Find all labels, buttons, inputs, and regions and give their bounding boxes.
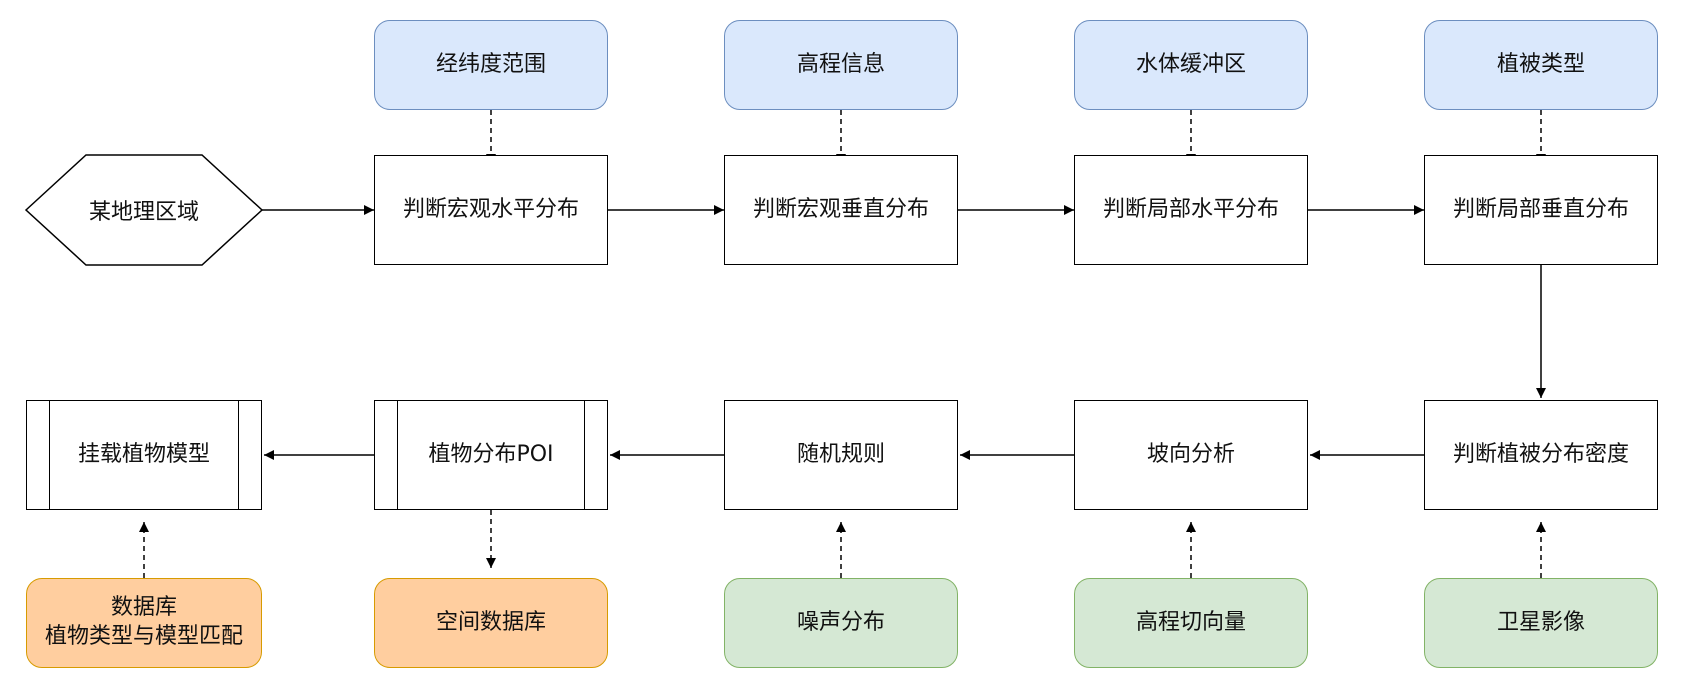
- step-vegetation-density: 判断植被分布密度: [1424, 400, 1658, 510]
- start-label: 某地理区域: [88, 200, 199, 225]
- input-vegetation-type: 植被类型: [1424, 20, 1658, 110]
- input-water-buffer: 水体缓冲区: [1074, 20, 1308, 110]
- input-elevation-info: 高程信息: [724, 20, 958, 110]
- output-spatial-database: 空间数据库: [374, 578, 608, 668]
- input-lat-lon-range: 经纬度范围: [374, 20, 608, 110]
- step-plant-poi: 植物分布POI: [374, 400, 608, 510]
- step-mount-plant-model: 挂载植物模型: [26, 400, 262, 510]
- step-local-vertical: 判断局部垂直分布: [1424, 155, 1658, 265]
- step-macro-vertical: 判断宏观垂直分布: [724, 155, 958, 265]
- input-noise-distribution: 噪声分布: [724, 578, 958, 668]
- input-plant-model-database: 数据库 植物类型与模型匹配: [26, 578, 262, 668]
- input-satellite-imagery: 卫星影像: [1424, 578, 1658, 668]
- step-macro-horizontal: 判断宏观水平分布: [374, 155, 608, 265]
- step-random-rules: 随机规则: [724, 400, 958, 510]
- step-local-horizontal: 判断局部水平分布: [1074, 155, 1308, 265]
- step-aspect-analysis: 坡向分析: [1074, 400, 1308, 510]
- input-elevation-tangent: 高程切向量: [1074, 578, 1308, 668]
